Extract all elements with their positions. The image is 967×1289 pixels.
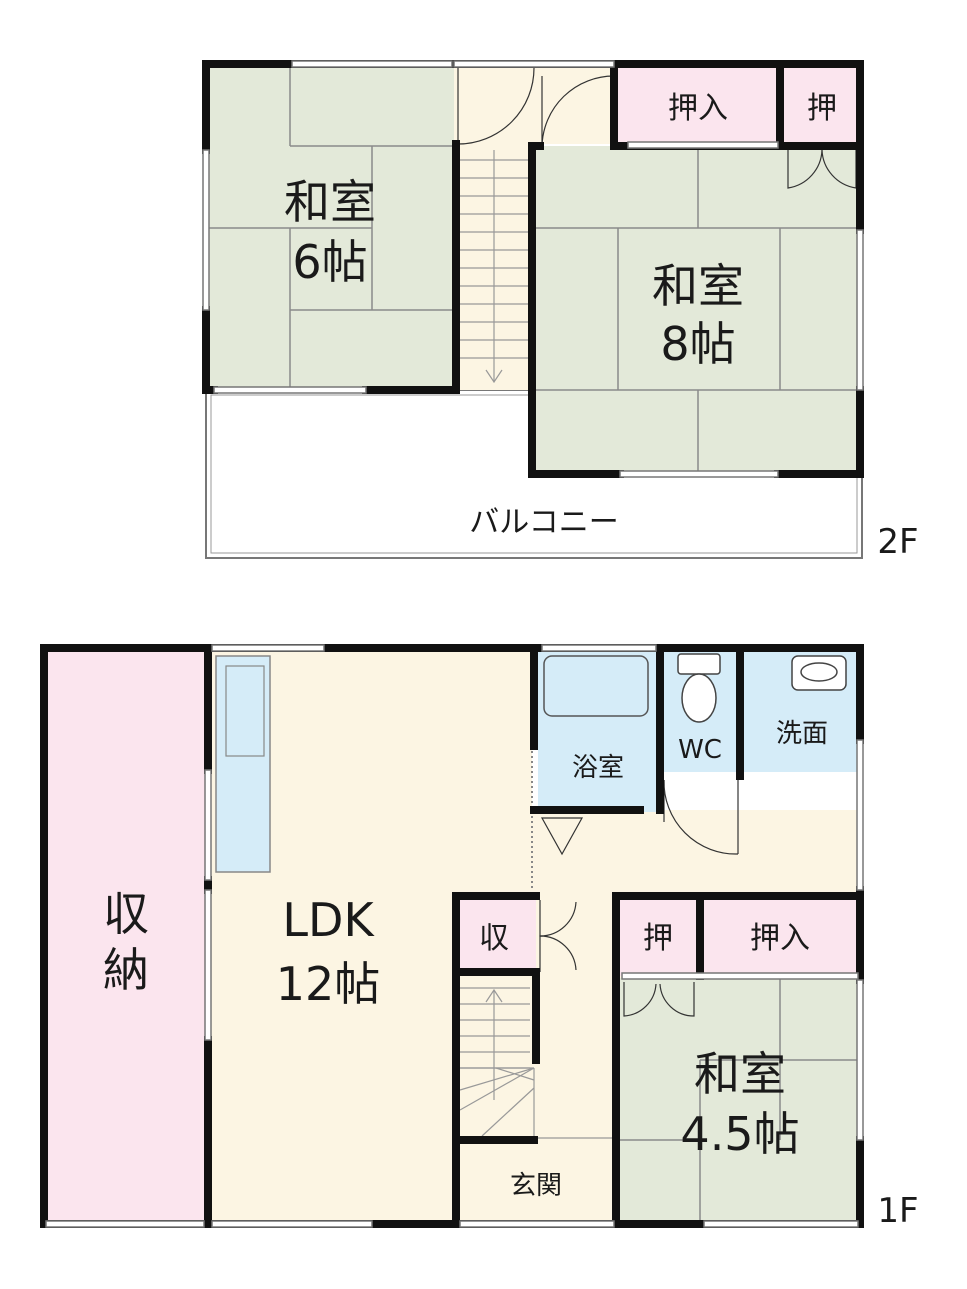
windows-2f	[202, 60, 864, 478]
washitsu-6-size: 6帖	[292, 235, 367, 289]
washitsu-6-area	[206, 64, 454, 390]
entrance-label: 玄関	[510, 1171, 562, 1201]
oshi-2f-label: 押	[807, 91, 837, 126]
kitchen-sink	[225, 665, 265, 757]
balcony-label: バルコニー	[469, 505, 618, 540]
washitsu-45-size: 4.5帖	[680, 1107, 799, 1161]
washbasin-icon	[791, 655, 847, 691]
washitsu-8-size: 8帖	[660, 317, 735, 371]
windows-1f	[45, 644, 864, 1228]
bathtub-icon	[543, 655, 649, 717]
floor-2: 和室 6帖 和室 8帖 押入 押 バルコニー 2F	[202, 60, 919, 562]
toilet-icon	[677, 653, 721, 723]
closet-1f-area	[456, 896, 536, 972]
washroom-label: 洗面	[776, 719, 828, 749]
wc-label: WC	[678, 735, 722, 765]
washitsu-8-area	[536, 146, 862, 472]
oshiire-1f-area	[702, 896, 860, 976]
washitsu-8-name: 和室	[652, 259, 744, 313]
storage-label-2: 納	[103, 943, 149, 997]
door-swings-2f	[457, 67, 857, 189]
closet-1f-label: 収	[479, 921, 509, 956]
tatami-lines-45	[618, 978, 860, 1224]
floor-1: 収 納 LDK 12帖 浴室 WC 洗面 収 押 押入 和室 4.5帖 玄関 1…	[40, 644, 919, 1231]
tatami-lines-8	[536, 146, 862, 472]
oshiire-1f-label: 押入	[750, 921, 810, 956]
oshiire-2f-area	[614, 64, 778, 144]
bath-label: 浴室	[572, 753, 624, 783]
oshi-1f-label: 押	[643, 921, 673, 956]
stairs-2f-steps	[456, 150, 532, 384]
entrance-area	[456, 1140, 616, 1224]
tatami-lines-6	[206, 64, 454, 390]
washitsu-45-name: 和室	[694, 1047, 786, 1101]
stairs-1f-steps	[459, 987, 616, 1139]
ldk-name: LDK	[282, 893, 375, 947]
ldk-size: 12帖	[276, 957, 381, 1011]
storage-label-1: 収	[103, 887, 149, 941]
floor-2-label: 2F	[877, 522, 918, 562]
oshi-1f-area	[618, 896, 700, 976]
washitsu-6-name: 和室	[284, 175, 376, 229]
floor-1-label: 1F	[877, 1191, 918, 1231]
washitsu-45-area	[618, 978, 860, 1224]
oshi-2f-area	[782, 64, 860, 144]
oshiire-2f-label: 押入	[668, 91, 728, 126]
storage-area	[44, 648, 208, 1224]
